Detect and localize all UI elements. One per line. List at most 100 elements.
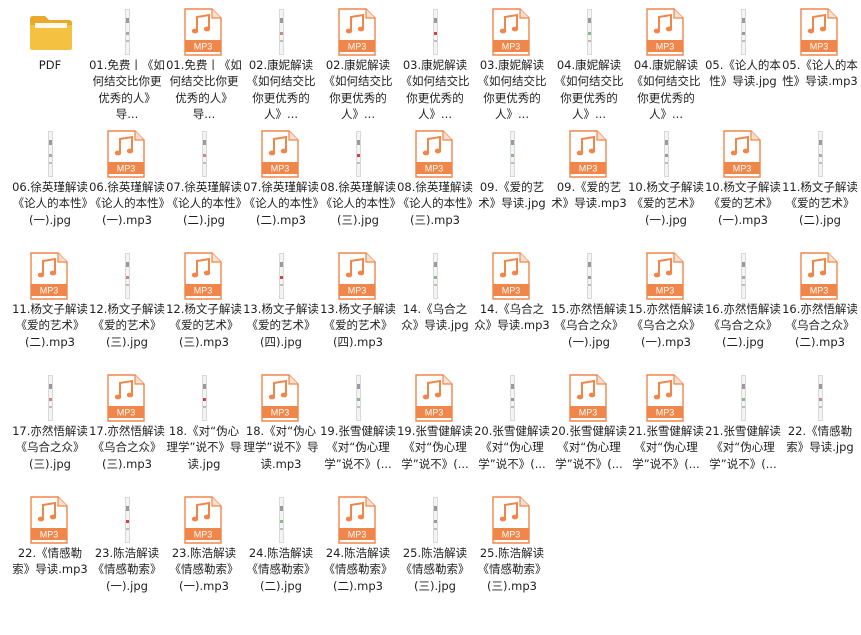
- file-icon-container: MP3: [705, 130, 781, 182]
- file-name-label: 13.杨文子解读《爱的艺术》(四).mp3: [320, 302, 396, 349]
- jpg-thumbnail-icon: [48, 375, 53, 421]
- file-icon-container: [705, 252, 781, 304]
- jpg-file-item[interactable]: 06.徐英瑾解读《论人的本性》(一).jpg: [12, 127, 88, 245]
- jpg-file-item[interactable]: 04.康妮解读《如何结交比你更优秀的人》...: [551, 5, 627, 123]
- file-icon-container: [243, 496, 319, 548]
- file-icon-container: [705, 8, 781, 60]
- jpg-file-item[interactable]: 13.杨文子解读《爱的艺术》(四).jpg: [243, 249, 319, 367]
- jpg-file-item[interactable]: 23.陈浩解读《情感勒索》(一).jpg: [89, 493, 165, 611]
- file-name-label: 02.康妮解读《如何结交比你更优秀的人》...: [246, 58, 316, 121]
- jpg-file-item[interactable]: 11.杨文子解读《爱的艺术》(二).jpg: [782, 127, 858, 245]
- jpg-thumbnail-icon: [125, 253, 130, 299]
- jpg-file-item[interactable]: 21.张雪健解读《对“伪心理学”说不》(...: [705, 371, 781, 489]
- jpg-file-item[interactable]: 05.《论人的本性》导读.jpg: [705, 5, 781, 123]
- jpg-file-item[interactable]: 09.《爱的艺术》导读.jpg: [474, 127, 550, 245]
- file-icon-container: [89, 252, 165, 304]
- file-icon-container: [782, 374, 858, 426]
- svg-text:MP3: MP3: [194, 530, 213, 540]
- jpg-thumbnail-icon: [664, 131, 669, 177]
- file-name-label: 15.亦然悟解读《乌合之众》(一).jpg: [551, 302, 627, 349]
- file-icon-container: MP3: [397, 130, 473, 182]
- mp3-file-item[interactable]: MP3 13.杨文子解读《爱的艺术》(四).mp3: [320, 249, 396, 367]
- file-name-label: 06.徐英瑾解读《论人的本性》(一).mp3: [89, 180, 165, 227]
- mp3-file-item[interactable]: MP3 21.张雪健解读《对“伪心理学”说不》(...: [628, 371, 704, 489]
- mp3-file-icon: MP3: [569, 374, 607, 422]
- mp3-file-icon: MP3: [184, 252, 222, 300]
- svg-text:MP3: MP3: [425, 408, 444, 418]
- jpg-thumbnail-icon: [510, 375, 515, 421]
- file-name-label: 10.杨文子解读《爱的艺术》(一).jpg: [628, 180, 704, 227]
- mp3-file-icon: MP3: [30, 252, 68, 300]
- file-name-label: 11.杨文子解读《爱的艺术》(二).jpg: [782, 180, 858, 227]
- jpg-file-item[interactable]: 16.亦然悟解读《乌合之众》(二).jpg: [705, 249, 781, 367]
- mp3-file-icon: MP3: [30, 496, 68, 544]
- jpg-file-item[interactable]: 08.徐英瑾解读《论人的本性》(三).jpg: [320, 127, 396, 245]
- file-icon-container: [397, 252, 473, 304]
- file-icon-container: MP3: [551, 130, 627, 182]
- file-icon-container: [166, 130, 242, 182]
- file-icon-container: MP3: [166, 496, 242, 548]
- jpg-file-item[interactable]: 24.陈浩解读《情感勒索》(二).jpg: [243, 493, 319, 611]
- jpg-file-item[interactable]: 20.张雪健解读《对“伪心理学”说不》(...: [474, 371, 550, 489]
- jpg-thumbnail-icon: [356, 375, 361, 421]
- svg-text:MP3: MP3: [656, 408, 675, 418]
- file-icon-container: MP3: [551, 374, 627, 426]
- jpg-file-item[interactable]: 07.徐英瑾解读《论人的本性》(二).jpg: [166, 127, 242, 245]
- jpg-file-item[interactable]: 17.亦然悟解读《乌合之众》(三).jpg: [12, 371, 88, 489]
- jpg-file-item[interactable]: 18.《对“伪心理学”说不》导读.jpg: [166, 371, 242, 489]
- mp3-file-icon: MP3: [184, 8, 222, 56]
- file-icon-container: [320, 130, 396, 182]
- file-icon-container: MP3: [89, 130, 165, 182]
- jpg-file-item[interactable]: 15.亦然悟解读《乌合之众》(一).jpg: [551, 249, 627, 367]
- file-name-label: 21.张雪健解读《对“伪心理学”说不》(...: [628, 424, 704, 471]
- file-icon-container: [243, 8, 319, 60]
- svg-text:MP3: MP3: [40, 286, 59, 296]
- jpg-file-item[interactable]: 22.《情感勒索》导读.jpg: [782, 371, 858, 489]
- file-name-label: 02.康妮解读《如何结交比你更优秀的人》...: [323, 58, 393, 121]
- svg-text:MP3: MP3: [194, 42, 213, 52]
- jpg-file-item[interactable]: 10.杨文子解读《爱的艺术》(一).jpg: [628, 127, 704, 245]
- jpg-file-item[interactable]: 25.陈浩解读《情感勒索》(三).jpg: [397, 493, 473, 611]
- jpg-file-item[interactable]: 12.杨文子解读《爱的艺术》(三).jpg: [89, 249, 165, 367]
- jpg-file-item[interactable]: 01.免费丨《如何结交比你更优秀的人》导...: [89, 5, 165, 123]
- jpg-thumbnail-icon: [125, 9, 130, 55]
- svg-text:MP3: MP3: [348, 286, 367, 296]
- svg-text:MP3: MP3: [194, 286, 213, 296]
- file-icon-container: [551, 8, 627, 60]
- jpg-file-item[interactable]: 02.康妮解读《如何结交比你更优秀的人》...: [243, 5, 319, 123]
- svg-text:MP3: MP3: [579, 164, 598, 174]
- file-icon-container: MP3: [628, 8, 704, 60]
- file-icon-container: MP3: [166, 252, 242, 304]
- folder-item[interactable]: PDF: [12, 5, 88, 123]
- jpg-file-item[interactable]: 19.张雪健解读《对“伪心理学”说不》(...: [320, 371, 396, 489]
- mp3-file-icon: MP3: [184, 496, 222, 544]
- jpg-file-item[interactable]: 14.《乌合之众》导读.jpg: [397, 249, 473, 367]
- svg-text:MP3: MP3: [117, 408, 136, 418]
- jpg-file-item[interactable]: 03.康妮解读《如何结交比你更优秀的人》...: [397, 5, 473, 123]
- svg-text:MP3: MP3: [810, 42, 829, 52]
- mp3-file-icon: MP3: [569, 130, 607, 178]
